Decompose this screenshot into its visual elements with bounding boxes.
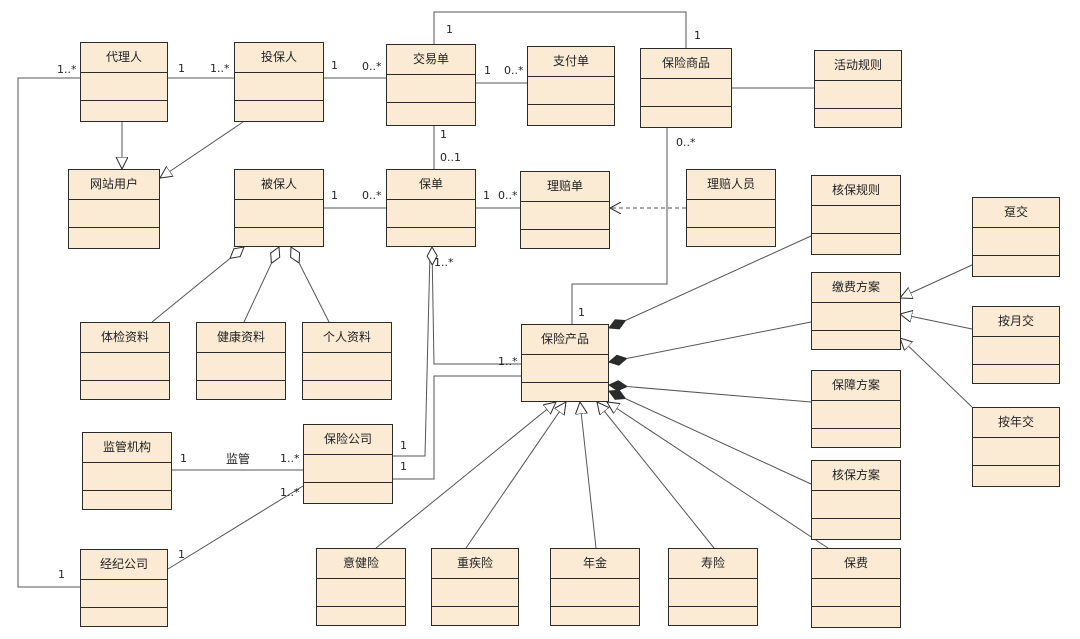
multiplicity-label: 1: [331, 59, 338, 72]
agg-geren-beibao: [291, 247, 330, 323]
gen-dunjiao-jiaofei: [900, 264, 973, 298]
class-baozhangfangan: 保障方案: [811, 370, 901, 448]
assoc-jiaoyi-shangpin-top: [433, 11, 687, 52]
class-yijianxian: 意健险: [316, 548, 406, 626]
class-dailiren: 代理人: [80, 42, 168, 122]
multiplicity-label: 1: [58, 568, 65, 581]
multiplicity-label: 1..*: [280, 452, 300, 465]
multiplicity-label: 0..*: [362, 189, 382, 202]
multiplicity-label: 0..*: [504, 64, 524, 77]
class-hebaofangan: 核保方案: [811, 460, 901, 540]
class-anyuejiao: 按月交: [972, 306, 1060, 384]
agg-tijian-beibao: [151, 247, 244, 323]
class-wangzhanyonghu: 网站用户: [68, 169, 160, 249]
class-jiaofeifangan: 缴费方案: [811, 272, 901, 350]
class-baoxiangongsi: 保险公司: [303, 424, 393, 504]
comp-baozhang-chanpin: [609, 385, 812, 403]
multiplicity-label: 1: [400, 460, 407, 473]
gen-anyue-jiaofei: [900, 314, 973, 330]
multiplicity-label: 1: [694, 29, 701, 42]
gen-annian-jiaofei: [900, 338, 973, 408]
class-lipeidan: 理赔单: [520, 171, 610, 249]
comp-hebaoguize-chanpin: [609, 235, 812, 328]
multiplicity-label: 1: [178, 62, 185, 75]
multiplicity-label: 0..*: [362, 60, 382, 73]
assoc-baodan-gongsi: [393, 251, 431, 457]
gen-zhongji-chanpin: [465, 402, 566, 549]
comp-hebaofangan-chanpin: [609, 391, 812, 485]
multiplicity-label: 1: [331, 189, 338, 202]
class-huodongguize: 活动规则: [814, 50, 902, 128]
gen-baofei-chanpin: [607, 402, 829, 549]
association-label: 监管: [226, 452, 251, 466]
class-zhongjixian: 重疾险: [431, 548, 519, 626]
class-hebaoguize: 核保规则: [811, 175, 901, 255]
multiplicity-label: 1..*: [57, 63, 77, 76]
class-baoxianchanpin: 保险产品: [521, 324, 609, 402]
multiplicity-label: 1: [440, 128, 447, 141]
assoc-jingji-gongsi: [167, 485, 304, 570]
multiplicity-label: 1: [400, 439, 407, 452]
class-tijianziliao: 体检资料: [80, 322, 170, 400]
agg-chanpin-baodan: [432, 247, 521, 365]
multiplicity-label: 1..*: [280, 486, 300, 499]
agg-jiankang-beibao: [243, 247, 279, 323]
class-nianjin: 年金: [550, 548, 640, 626]
gen-yijian-chanpin: [375, 402, 556, 549]
class-baofei: 保费: [811, 548, 901, 628]
multiplicity-label: 0..*: [498, 189, 518, 202]
gen-nianjin-chanpin: [580, 402, 597, 549]
gen-toubao-wangzhan: [160, 121, 244, 178]
assoc-daili-jingji: [17, 77, 80, 588]
class-toubaoren: 投保人: [234, 42, 324, 122]
multiplicity-label: 1: [484, 64, 491, 77]
class-zhifudan: 支付单: [527, 46, 615, 126]
class-anianjiao: 按年交: [972, 407, 1060, 487]
class-jingjigongsi: 经纪公司: [80, 549, 168, 627]
multiplicity-label: 1..*: [498, 355, 518, 368]
class-dunjiao: 趸交: [972, 197, 1060, 277]
class-gerenziliao: 个人资料: [302, 322, 392, 400]
class-lipeirenyuan: 理赔人员: [686, 169, 776, 247]
class-baodan: 保单: [386, 169, 476, 247]
class-jiankangziliao: 健康资料: [196, 322, 286, 400]
class-shouxian: 寿险: [668, 548, 758, 626]
multiplicity-label: 0..*: [676, 136, 696, 149]
multiplicity-label: 1..*: [210, 62, 230, 75]
multiplicity-label: 1: [180, 452, 187, 465]
multiplicity-label: 0..1: [440, 151, 461, 164]
class-baoxianshangpin: 保险商品: [640, 48, 732, 128]
multiplicity-label: 1: [446, 23, 453, 36]
assoc-gongsi-chanpin: [393, 375, 521, 480]
class-jianguanjigou: 监管机构: [82, 432, 172, 510]
multiplicity-label: 1: [178, 548, 185, 561]
class-jiaoyidan: 交易单: [386, 44, 476, 126]
assoc-shangpin-chanpin: [571, 126, 668, 324]
multiplicity-label: 1..*: [434, 256, 454, 269]
multiplicity-label: 1: [483, 189, 490, 202]
multiplicity-label: 1: [578, 306, 585, 319]
class-beibaoren: 被保人: [234, 169, 324, 247]
gen-shouxian-chanpin: [597, 402, 715, 549]
comp-jiaofei-chanpin: [609, 321, 812, 362]
